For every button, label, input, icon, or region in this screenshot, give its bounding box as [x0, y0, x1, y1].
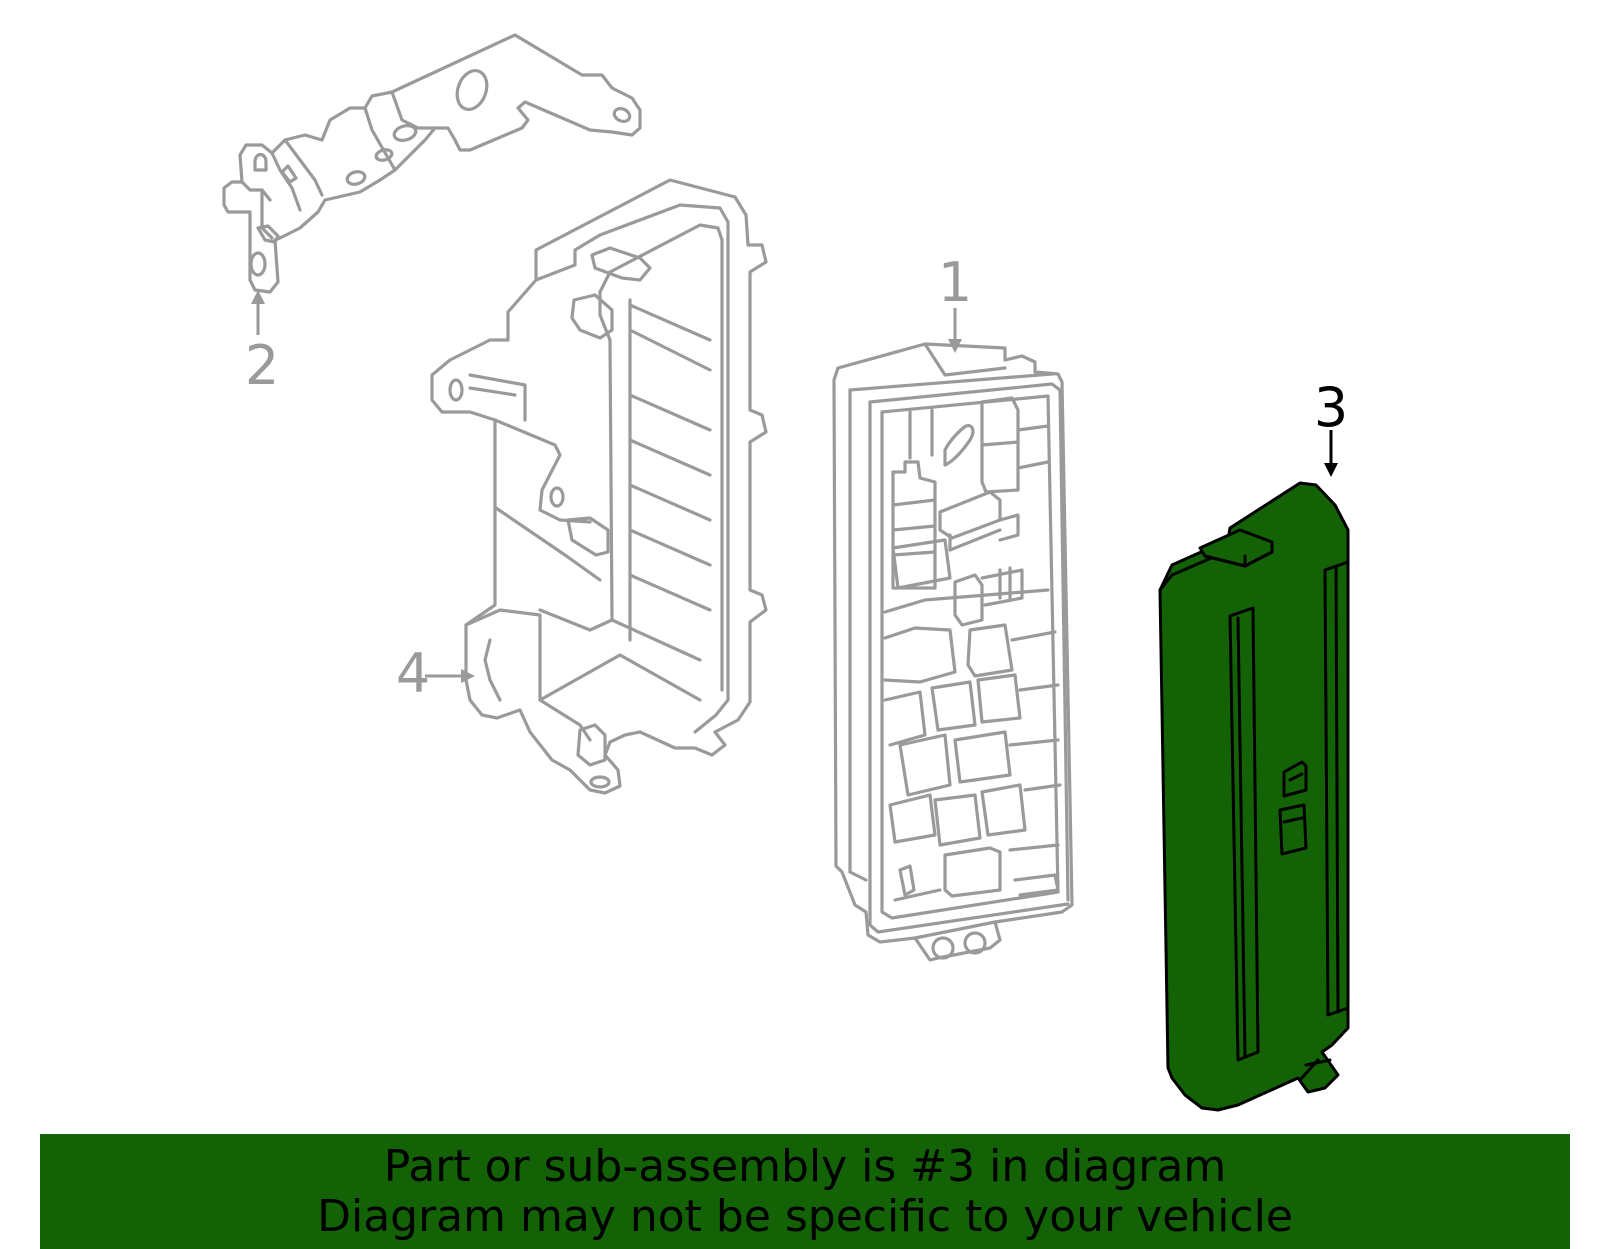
caption-banner: Part or sub-assembly is #3 in diagram Di…	[40, 1134, 1570, 1249]
caption-line-disclaimer: Diagram may not be specific to your vehi…	[317, 1190, 1293, 1242]
cover-part-drawing	[1158, 481, 1350, 1112]
bracket-part-drawing	[222, 33, 642, 294]
leader-arrows	[251, 290, 1338, 683]
callout-number-3: 3	[1314, 376, 1348, 439]
callout-number-4: 4	[396, 642, 430, 705]
holder-part-drawing	[430, 178, 768, 795]
junction-block-part-drawing	[832, 342, 1074, 962]
caption-line-part-reference: Part or sub-assembly is #3 in diagram	[383, 1140, 1227, 1192]
callout-number-1: 1	[938, 251, 972, 314]
callout-number-2: 2	[245, 334, 279, 397]
